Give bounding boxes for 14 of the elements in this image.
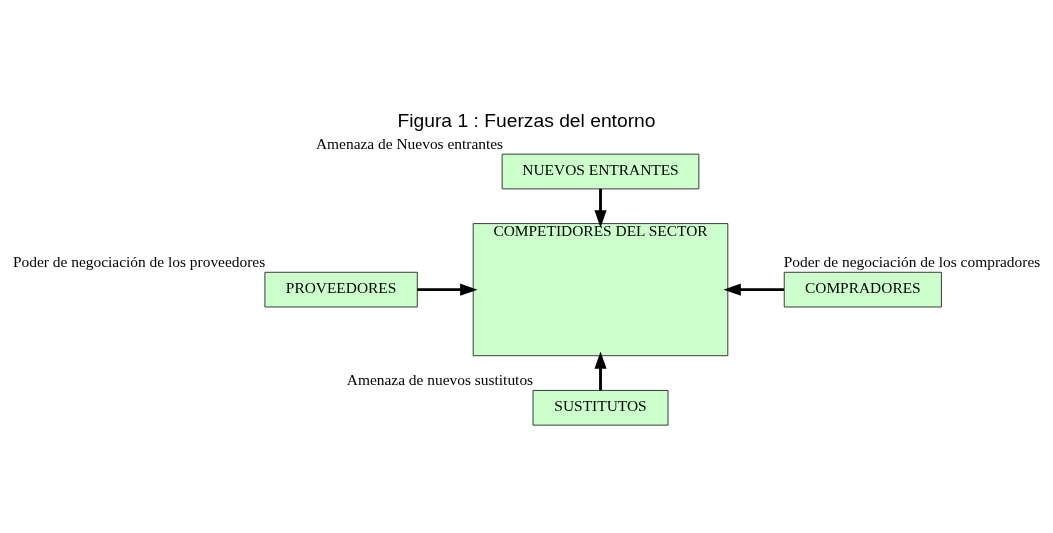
diagram-title: Figura 1 : Fuerzas del entorno: [397, 110, 656, 132]
arrow: [594, 188, 607, 228]
arrow: [417, 283, 478, 296]
arrow: [723, 283, 784, 296]
node-box: COMPRADORES: [783, 271, 942, 308]
node-box: NUEVOS ENTRANTES: [501, 153, 700, 190]
node-box: SUSTITUTOS: [532, 389, 669, 426]
node-label: Poder de negociación de los compradores: [783, 253, 1041, 271]
node-label: Amenaza de Nuevos entrantes: [316, 135, 504, 153]
node-box: PROVEEDORES: [264, 271, 418, 308]
node-label: Amenaza de nuevos sustitutos: [346, 371, 534, 389]
arrow: [594, 351, 607, 391]
node-box: COMPETIDORES DEL SECTOR: [472, 223, 729, 357]
node-label: Poder de negociación de los proveedores: [12, 253, 266, 271]
